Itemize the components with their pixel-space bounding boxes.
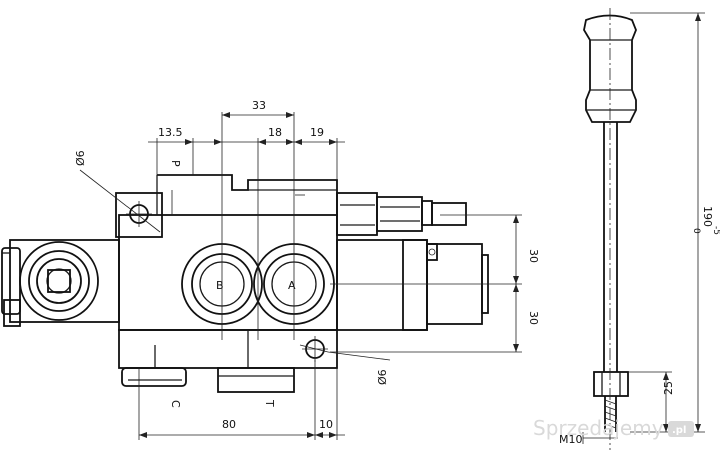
watermark-text: Sprzedajemy (533, 416, 664, 440)
dim-13-5: 13.5 (158, 126, 183, 139)
dimension-lines (79, 112, 519, 438)
dim-190: 190 (701, 206, 714, 227)
port-c-label: C (169, 400, 182, 408)
dim-18: 18 (268, 126, 282, 139)
dim-30-upper: 30 (527, 249, 540, 263)
port-b-label: B (216, 279, 224, 292)
dim-m10: M10 (559, 433, 583, 446)
dim-25: 25 (662, 381, 675, 395)
hole-phi-bottom: Ø6 (376, 369, 389, 385)
dim-30-lower: 30 (527, 311, 540, 325)
dim-19: 19 (310, 126, 324, 139)
center-lines (138, 112, 522, 440)
dim-190-tol: -5 (711, 226, 720, 235)
port-p-label: P (169, 160, 182, 167)
dim-33: 33 (252, 99, 266, 112)
top-actuator (336, 192, 467, 236)
left-end-cap (1, 239, 120, 327)
spool-housing (336, 215, 489, 331)
watermark: Sprzedajemy .pl (533, 416, 694, 440)
handle-dimensions: 190 0 -5 25 M10 (559, 12, 720, 446)
valve-body (115, 174, 338, 393)
handle-lever (583, 8, 637, 450)
hole-phi-top: Ø6 (74, 150, 87, 166)
port-a-label: A (288, 279, 296, 292)
dim-80: 80 (222, 418, 236, 431)
dimension-labels: 33 13.5 18 19 80 10 30 30 Ø6 Ø6 P C T (74, 99, 540, 431)
watermark-badge: .pl (672, 425, 686, 436)
dim-10: 10 (319, 418, 333, 431)
dim-190-tol-top: 0 (691, 228, 701, 234)
port-t-label: T (263, 399, 276, 407)
mounting-hole-top (126, 201, 152, 227)
